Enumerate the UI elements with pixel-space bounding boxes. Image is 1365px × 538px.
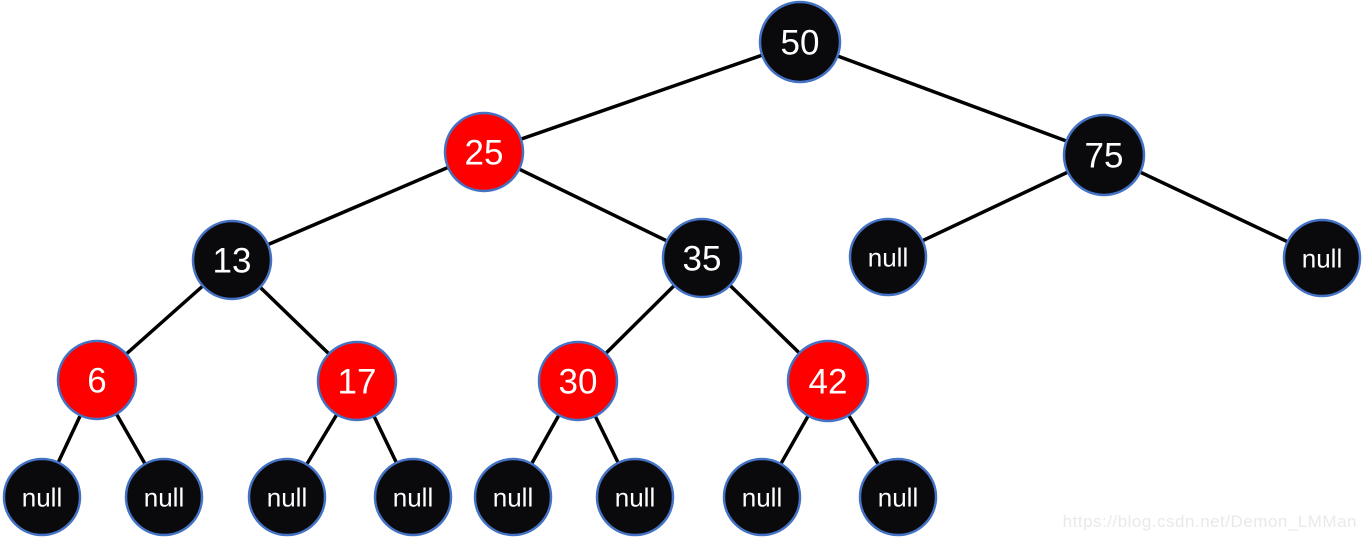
tree-edge-n25-n35 (482, 150, 704, 260)
node-label: 6 (87, 362, 106, 401)
tree-node-null-n42L: null (722, 457, 802, 537)
node-label: null (868, 242, 908, 272)
nil-node-circle (722, 457, 802, 537)
tree-edge-n50-n25 (482, 40, 802, 154)
node-label: 30 (559, 363, 598, 402)
tree-node-null-n30L: null (473, 457, 553, 537)
tree-node-null-n42R: null (858, 457, 938, 537)
node-label: 50 (781, 24, 820, 63)
node-label: 35 (683, 240, 722, 279)
nil-node-circle (1282, 218, 1362, 298)
nil-node-circle (595, 457, 675, 537)
node-label: null (1302, 243, 1342, 273)
tree-node-50-n50: 50 (758, 0, 842, 84)
tree-node-null-n75L: null (848, 217, 928, 297)
value-node-circle (661, 217, 743, 299)
value-node-circle (56, 339, 138, 421)
value-node-circle (316, 340, 398, 422)
tree-node-null-n6R: null (124, 457, 204, 537)
tree-node-42-n42: 42 (786, 339, 870, 423)
node-label: 75 (1085, 137, 1124, 176)
node-label: null (22, 482, 62, 512)
node-label: 13 (213, 242, 252, 281)
node-label: 17 (338, 363, 377, 402)
value-node-circle (1062, 113, 1146, 197)
nil-node-circle (858, 457, 938, 537)
tree-edge-n25-n13 (230, 150, 486, 262)
node-label: null (144, 482, 184, 512)
tree-node-30-n30: 30 (537, 340, 619, 422)
tree-node-13-n13: 13 (191, 219, 273, 301)
tree-node-17-n17: 17 (316, 340, 398, 422)
node-label: 42 (809, 363, 848, 402)
tree-node-35-n35: 35 (661, 217, 743, 299)
tree-node-null-n30R: null (595, 457, 675, 537)
tree-node-75-n75: 75 (1062, 113, 1146, 197)
nil-node-circle (124, 457, 204, 537)
nil-node-circle (473, 457, 553, 537)
node-label: null (267, 482, 307, 512)
tree-node-25-n25: 25 (443, 111, 525, 193)
tree-node-null-n17L: null (247, 457, 327, 537)
node-label: null (615, 482, 655, 512)
tree-node-null-n75R: null (1282, 218, 1362, 298)
node-label: null (493, 482, 533, 512)
nil-node-circle (2, 457, 82, 537)
node-label: null (878, 482, 918, 512)
nil-node-circle (848, 217, 928, 297)
value-node-circle (786, 339, 870, 423)
tree-node-null-n6L: null (2, 457, 82, 537)
nil-node-circle (247, 457, 327, 537)
value-node-circle (758, 0, 842, 84)
tree-node-6-n6: 6 (56, 339, 138, 421)
node-label: null (742, 482, 782, 512)
node-label: null (393, 482, 433, 512)
node-label: 25 (465, 134, 504, 173)
value-node-circle (443, 111, 525, 193)
nil-node-circle (373, 457, 453, 537)
value-node-circle (537, 340, 619, 422)
watermark-text: https://blog.csdn.net/Demon_LMMan (1062, 512, 1357, 531)
tree-edge-n50-n75 (798, 40, 1106, 157)
tree-node-null-n17R: null (373, 457, 453, 537)
value-node-circle (191, 219, 273, 301)
